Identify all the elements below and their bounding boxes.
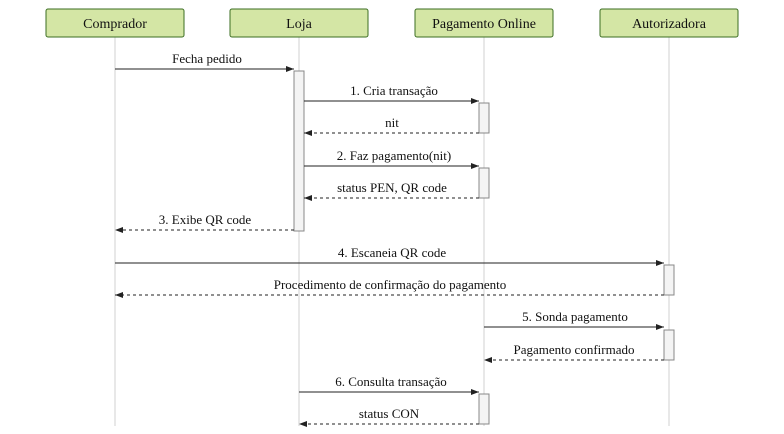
activation-loja-1 bbox=[293, 70, 305, 232]
message-label: Procedimento de confirmação do pagamento bbox=[274, 277, 506, 292]
message-nit: nit bbox=[304, 115, 479, 136]
message-label: Pagamento confirmado bbox=[514, 342, 635, 357]
message-escaneia-qr-code: 4. Escaneia QR code bbox=[115, 245, 664, 266]
message-label: 6. Consulta transação bbox=[335, 374, 447, 389]
activation-pagamento-2 bbox=[478, 167, 490, 199]
actor-autorizadora: Autorizadora bbox=[599, 8, 739, 38]
message-label: 1. Cria transação bbox=[350, 83, 438, 98]
message-label: 4. Escaneia QR code bbox=[338, 245, 447, 260]
message-consulta-transacao: 6. Consulta transação bbox=[299, 374, 479, 395]
actor-label: Autorizadora bbox=[632, 17, 707, 32]
message-cria-transacao: 1. Cria transação bbox=[304, 83, 479, 104]
message-sonda-pagamento: 5. Sonda pagamento bbox=[484, 309, 664, 330]
message-label: 2. Faz pagamento(nit) bbox=[337, 148, 451, 163]
message-pagamento-confirmado: Pagamento confirmado bbox=[484, 342, 664, 363]
actor-label: Pagamento Online bbox=[432, 17, 536, 32]
message-fecha-pedido: Fecha pedido bbox=[115, 51, 294, 72]
message-status-pen: status PEN, QR code bbox=[304, 180, 479, 201]
activation-pagamento-3 bbox=[478, 393, 490, 425]
message-label: status PEN, QR code bbox=[337, 180, 447, 195]
message-label: status CON bbox=[359, 406, 420, 421]
message-faz-pagamento: 2. Faz pagamento(nit) bbox=[304, 148, 479, 169]
actor-loja: Loja bbox=[229, 8, 369, 38]
message-label: 3. Exibe QR code bbox=[159, 212, 252, 227]
activation-pagamento-1 bbox=[478, 102, 490, 134]
message-procedimento-confirmacao: Procedimento de confirmação do pagamento bbox=[115, 277, 664, 298]
message-status-con: status CON bbox=[299, 406, 479, 427]
activation-autorizadora-1 bbox=[663, 264, 675, 296]
actor-pagamento-online: Pagamento Online bbox=[414, 8, 554, 38]
message-label: 5. Sonda pagamento bbox=[522, 309, 628, 324]
actor-label: Comprador bbox=[83, 17, 147, 32]
actor-label: Loja bbox=[286, 17, 312, 32]
message-label: Fecha pedido bbox=[172, 51, 242, 66]
activation-autorizadora-2 bbox=[663, 329, 675, 361]
message-exibe-qr-code: 3. Exibe QR code bbox=[115, 212, 294, 233]
message-label: nit bbox=[385, 115, 399, 130]
actor-comprador: Comprador bbox=[45, 8, 185, 38]
